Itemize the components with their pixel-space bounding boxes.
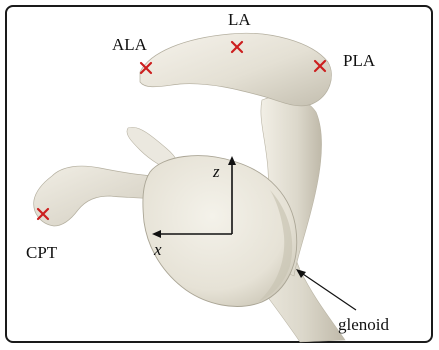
axis-label-z: z — [213, 163, 220, 180]
axis-label-x: x — [154, 241, 162, 258]
acromion — [140, 33, 331, 106]
label-glenoid: glenoid — [338, 316, 389, 333]
label-cpt: CPT — [26, 244, 57, 261]
label-ala: ALA — [112, 36, 147, 53]
label-pla: PLA — [343, 52, 375, 69]
label-la: LA — [228, 11, 251, 28]
